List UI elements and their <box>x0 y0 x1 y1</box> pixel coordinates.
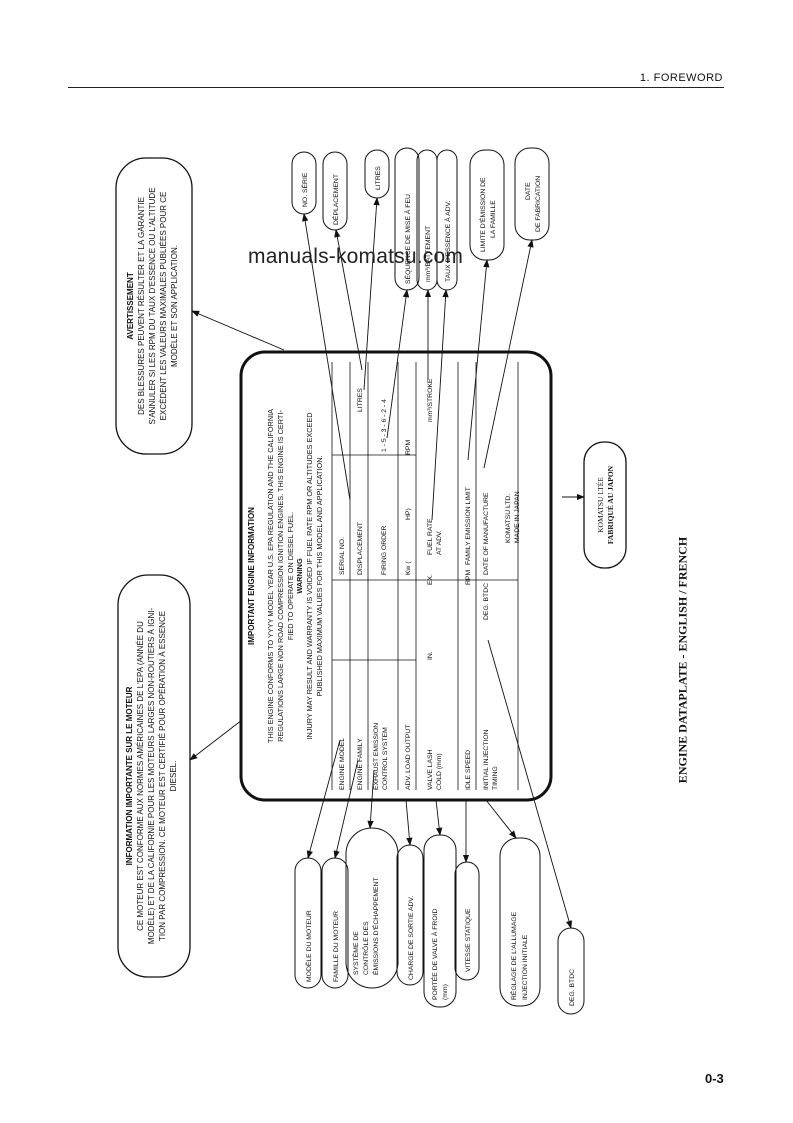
bottom-label-exhaust-1: SYSTÈME DE <box>351 931 360 975</box>
top-label-emission-limit-1: LIMITE D'ÉMISSION DE <box>478 177 487 252</box>
plate-exhaust-1: EXHAUST EMISSION <box>373 723 380 790</box>
figure-caption: ENGINE DATAPLATE - ENGLISH / FRENCH <box>675 536 690 784</box>
plate-conform-1: THIS ENGINE CONFORMS TO YYYY MODEL YEAR … <box>266 409 275 743</box>
fr-warning-line4: MODÈLE ET SON APPLICATION. <box>170 245 179 367</box>
bottom-label-idle-speed: VITESSE STATIQUE <box>465 908 472 972</box>
fr-info-line3: TION PAR COMPRESSION. CE MOTEUR EST CERT… <box>158 611 167 941</box>
fr-info-line1: CE MOTEUR EST CONFORME AUX NORMES AMÉRIC… <box>136 621 145 931</box>
top-label-date-2: DE FABRICATION <box>535 176 542 232</box>
plate-engine-family: ENGINE FAMILY <box>357 738 364 790</box>
plate-rpm: RPM <box>405 440 412 455</box>
fr-warning-line1: DES BLESSURES PEUVENT RÉSULTER ET LA GAR… <box>137 197 146 415</box>
plate-rpm2: RPM <box>465 570 472 585</box>
bottom-label-timing-2: INJECTION INITIALE <box>522 934 529 1000</box>
plate-adv-load: ADV. LOAD OUTPUT <box>405 725 412 790</box>
bottom-label-exhaust-3: ÉMISSIONS D'ÉCHAPPEMENT <box>371 877 380 975</box>
leader-arrows <box>189 197 585 929</box>
plate-engine-model: ENGINE MODEL <box>339 738 346 790</box>
page-number: 0-3 <box>705 1071 724 1086</box>
bottom-label-timing-1: RÉGLAGE DE L'ALLUMAGE <box>509 911 518 1000</box>
plate-komatsu-2: MADE IN JAPAN <box>514 491 521 543</box>
plate-warning-1: INJURY MAY RESULT AND WARRANTY IS VOIDED… <box>305 412 314 739</box>
plate-idle-speed: IDLE SPEED <box>465 750 472 790</box>
plate-deg-btdc: DEG. BTDC <box>483 583 490 620</box>
plate-komatsu-1: KOMATSU LTD. <box>505 494 512 543</box>
fr-warning-line2: S'ANNULER SI LES RPM DU TAUX D'ESSENCE O… <box>148 187 157 424</box>
top-label-emission-limit-2: LA FAMILLE <box>490 200 497 238</box>
dataplate: IMPORTANT ENGINE INFORMATION THIS ENGINE… <box>239 350 553 802</box>
bottom-label-engine-family: FAMILLE DU MOTEUR <box>333 911 340 982</box>
plate-conform-3: FIED TO OPERATE ON DIESEL FUEL. <box>286 512 295 640</box>
bottom-label-valve-2: (mm) <box>442 984 449 1000</box>
fr-info-title: INFORMATION IMPORTANTE SUR LE MOTEUR <box>125 686 134 865</box>
plate-in: IN. <box>427 651 434 660</box>
watermark: manuals-komatsu.com <box>248 245 464 268</box>
fr-warning-line3: EXCÈDENT LES VALEURS MAXIMALES PUBLIÉES … <box>159 192 168 421</box>
plate-conform-2: REGULATIONS LARGE NON ROAD COMPRESSION I… <box>276 410 285 742</box>
section-header: 1. FOREWORD <box>639 72 723 84</box>
komatsu-fr-2: FABRIQUÉ AU JAPON <box>605 465 615 544</box>
bottom-label-valve-1: PORTÉE DE VALVE À FROID <box>430 909 439 1000</box>
plate-exhaust-2: CONTROL SYSTEM <box>382 727 389 790</box>
plate-serial-no: SERIAL NO. <box>339 537 346 575</box>
bottom-label-adv-load: CHARGE DE SORTIE ADV. <box>408 896 415 980</box>
plate-stroke: mm³/STROKE <box>427 378 434 422</box>
fr-info-note: INFORMATION IMPORTANTE SUR LE MOTEUR CE … <box>117 574 191 978</box>
fr-info-line2: MODÈLE) ET DE LA CALIFORNIE POUR LES MOT… <box>147 607 156 944</box>
top-labels: NO. SÉRIE DÉPLACEMENT LITRES SÉQUENCE DE… <box>291 147 550 291</box>
bottom-labels: MODÈLE DU MOTEUR FAMILLE DU MOTEUR SYSTÈ… <box>294 827 585 1015</box>
top-label-displacement: DÉPLACEMENT <box>331 174 340 225</box>
plate-hp: HP) <box>405 508 412 520</box>
top-label-date-1: DATE <box>525 182 532 200</box>
komatsu-fr-1: KOMATSU LTÉE <box>595 477 605 533</box>
fr-info-line4: DIESEL. <box>169 761 178 792</box>
plate-firing-value: 1 - 5 - 3 - 6 - 2 - 4 <box>381 399 388 452</box>
plate-valve-lash-1: VALVE LASH <box>427 749 434 790</box>
plate-kw: Kw ( <box>405 561 412 575</box>
top-label-firing-sequence: SÉQUENCE DE MISE À FEU <box>403 194 412 284</box>
plate-litres: LITRES <box>357 388 364 412</box>
bottom-label-deg-btdc: DEG. BTDC <box>569 969 576 1006</box>
plate-firing-order: FIRING ORDER <box>381 525 388 575</box>
plate-ex: EX. <box>427 574 434 585</box>
fr-warning-note: AVERTISSEMENT DES BLESSURES PEUVENT RÉSU… <box>115 157 193 455</box>
plate-initial-injection-1: INITIAL INJECTION <box>483 729 490 790</box>
plate-valve-lash-2: COLD (mm) <box>436 753 443 790</box>
plate-warning-2: PUBLISHED MAXIMUM VALUES FOR THIS MODEL … <box>315 456 324 697</box>
bottom-label-exhaust-2: CONTRÔLE DES <box>361 921 370 975</box>
plate-date-mfg: DATE OF MANUFACTURE <box>483 492 490 575</box>
top-label-stroke: mm³/BATTEMENT <box>425 226 432 282</box>
plate-title: IMPORTANT ENGINE INFORMATION <box>247 507 256 645</box>
plate-fuel-rate-1: FUEL RATE <box>427 518 434 555</box>
plate-fuel-rate-2: AT ADV. <box>436 530 443 555</box>
fr-warning-title: AVERTISSEMENT <box>126 272 135 340</box>
plate-initial-injection-2: TIMING <box>492 766 499 790</box>
header-rule <box>68 87 724 88</box>
bottom-label-engine-model: MODÈLE DU MOTEUR <box>304 910 313 982</box>
komatsu-fr-box: KOMATSU LTÉE FABRIQUÉ AU JAPON <box>583 441 627 569</box>
top-label-fuel-rate: TAUX D'ESSENCE À ADV. <box>443 201 452 282</box>
plate-warning-title: WARNING <box>295 558 304 594</box>
top-label-serial: NO. SÉRIE <box>300 172 309 207</box>
plate-family-emission: FAMILY EMISSION LIMIT <box>465 487 472 565</box>
top-label-litres: LITRES <box>375 166 382 190</box>
plate-displacement: DISPLACEMENT <box>357 522 364 575</box>
